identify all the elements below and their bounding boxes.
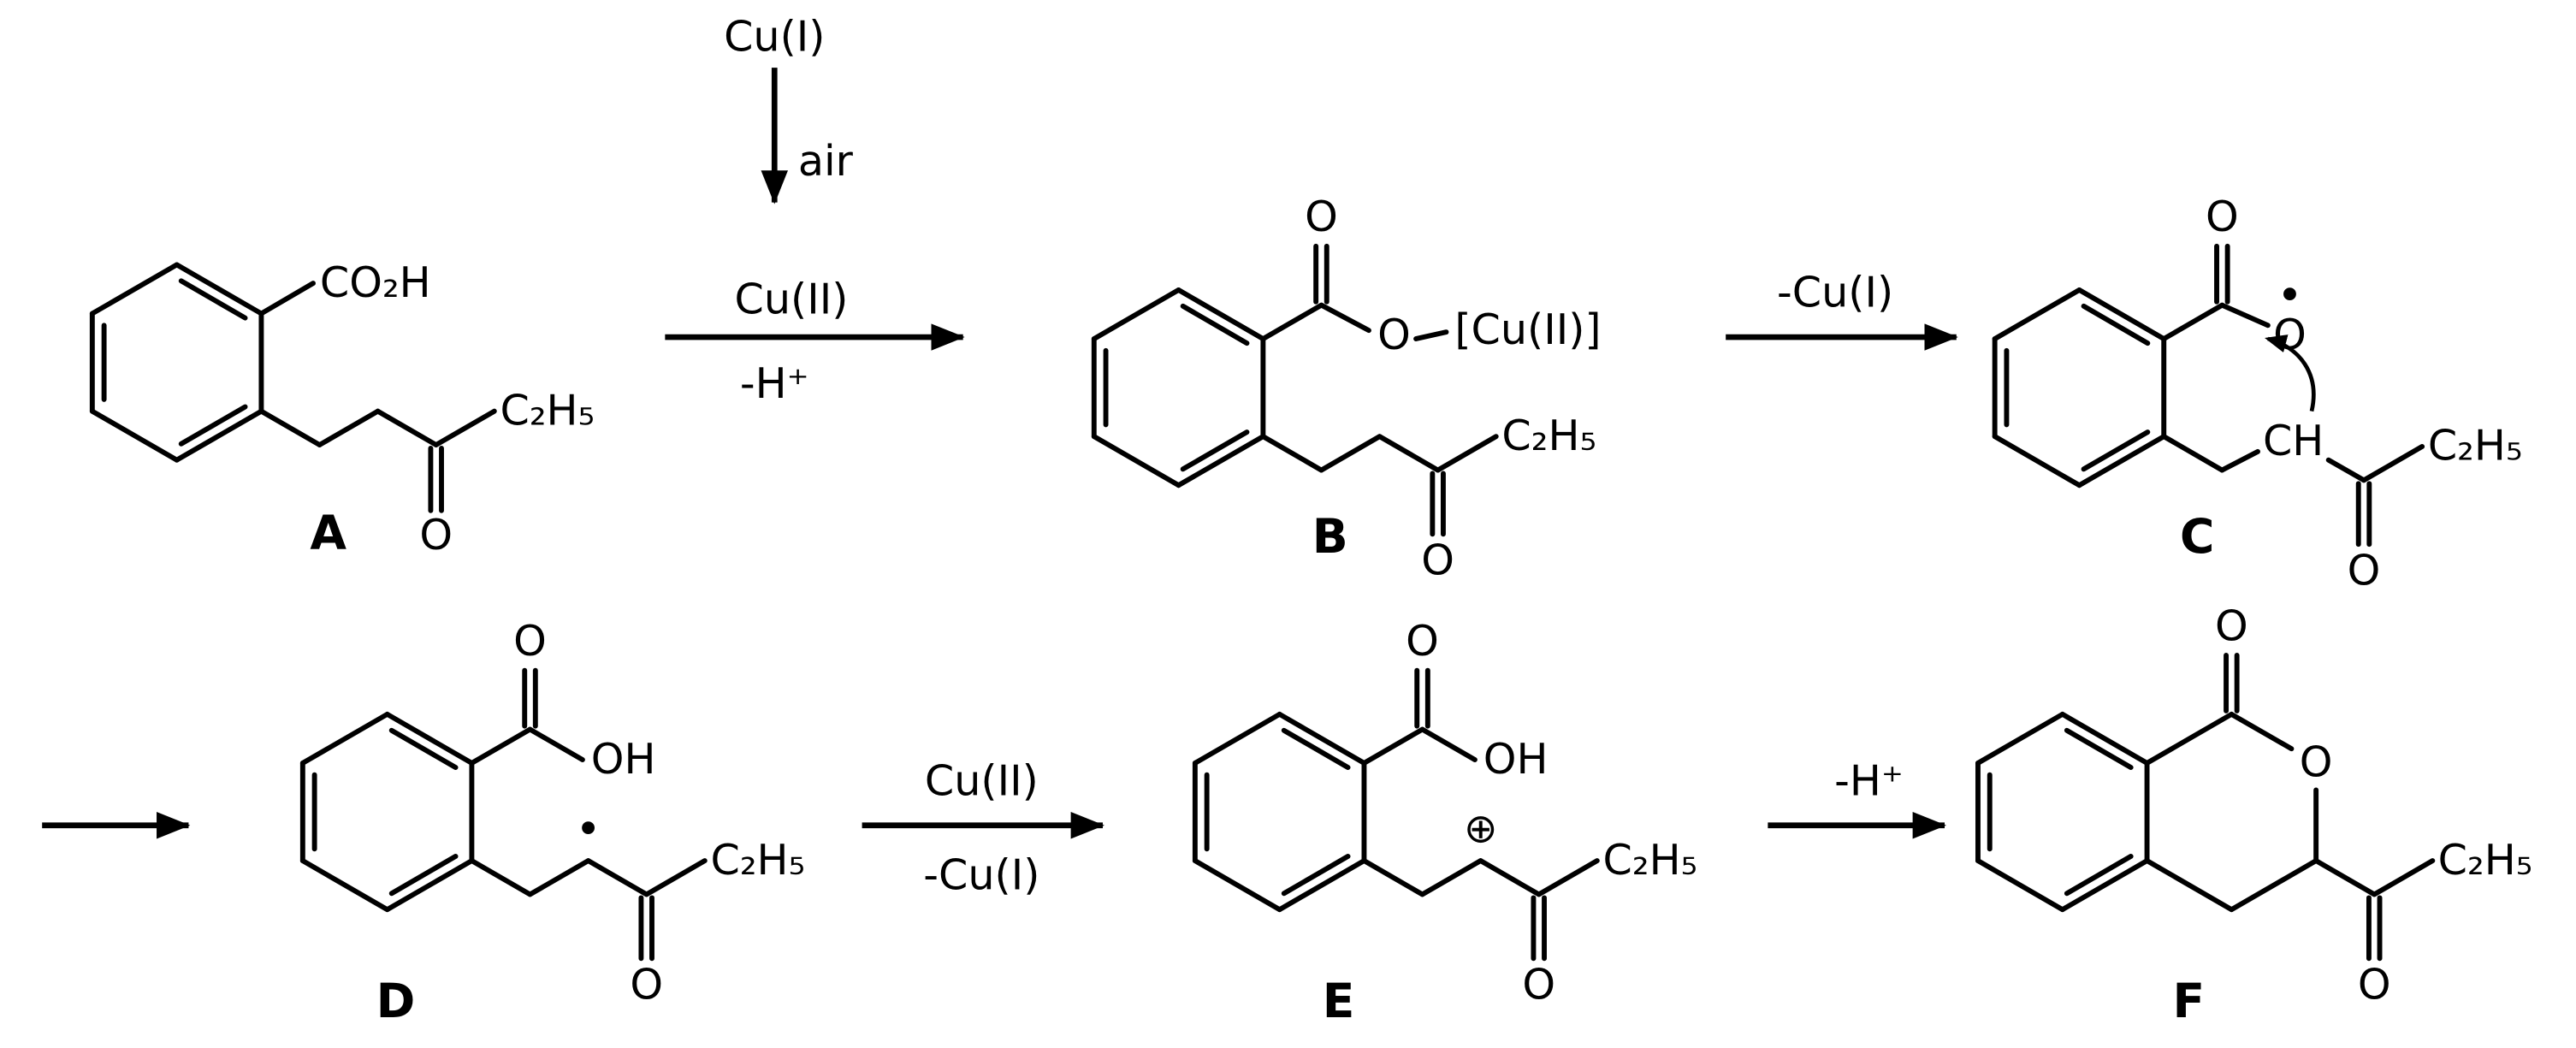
benzene-ring [299, 711, 475, 913]
compound-d: O OH • O C₂H₅ D [299, 616, 805, 1028]
bonds [1361, 667, 1600, 962]
ketone-oxygen-label: O [2348, 545, 2381, 595]
compound-c: O O • CH O C₂H₅ C [1992, 192, 2523, 595]
benzene-ring [1091, 287, 1266, 488]
cu-ii-label: Cu(II) [734, 275, 848, 324]
methine-ch-label: CH [2263, 416, 2324, 465]
ethyl-label: C₂H₅ [1603, 835, 1698, 885]
radical-oxygen-label: O [2273, 310, 2307, 359]
carbonyl-oxygen-label: O [1305, 192, 1338, 241]
benzene-ring [89, 262, 264, 463]
oxidation-conditions: Cu(I) air [724, 11, 854, 204]
compound-c-letter: C [2180, 509, 2214, 564]
reaction-arrow-a-to-b: Cu(II) -H⁺ [665, 275, 965, 408]
ketone-oxygen-label: O [419, 510, 453, 560]
compound-d-letter: D [376, 974, 416, 1028]
minus-cu-i-label: -Cu(I) [923, 850, 1039, 900]
ketone-oxygen-label: O [1522, 959, 1555, 1009]
h-abstraction-curved-arrow [2265, 335, 2316, 412]
ketone-oxygen-label: O [630, 959, 663, 1009]
ester-oxygen-label: O [1377, 310, 1411, 359]
carbonyl-oxygen-label: O [1406, 616, 1439, 666]
reaction-arrow-e-to-f: -H⁺ [1768, 755, 1946, 839]
ethyl-label: C₂H₅ [1501, 411, 1596, 460]
air-label: air [798, 136, 854, 186]
bonds [1260, 243, 1499, 537]
reaction-arrow-d-to-e: Cu(II) -Cu(I) [862, 755, 1104, 900]
bonds [2161, 243, 2425, 548]
ethyl-label: C₂H₅ [500, 385, 595, 435]
bonds [2144, 653, 2436, 962]
lactone-carbonyl-oxygen-label: O [2215, 601, 2248, 650]
carbocation-plus-symbol: ⊕ [1464, 805, 1498, 852]
compound-b: O O [Cu(II)] O C₂H₅ B [1091, 192, 1602, 585]
compound-f-letter: F [2173, 974, 2206, 1028]
carbon-radical-dot: • [576, 804, 601, 855]
cu-i-label: Cu(I) [724, 11, 825, 61]
ethyl-label: C₂H₅ [2428, 421, 2523, 471]
cu-ii-label: Cu(II) [925, 755, 1039, 805]
benzene-ring [1992, 287, 2167, 488]
compound-b-letter: B [1312, 509, 1348, 564]
compound-e-letter: E [1323, 974, 1355, 1028]
ketone-oxygen-label: O [1421, 536, 1454, 585]
ethyl-label: C₂H₅ [710, 835, 805, 885]
ring-oxygen-label: O [2300, 737, 2333, 787]
minus-h-plus-label: -H⁺ [1834, 755, 1904, 805]
minus-cu-i-label: -Cu(I) [1777, 268, 1893, 317]
ketone-oxygen-label: O [2358, 959, 2391, 1009]
carbonyl-oxygen-label: O [2206, 192, 2239, 241]
hydroxyl-label: OH [1483, 734, 1549, 784]
benzene-ring [1975, 711, 2150, 913]
ethyl-label: C₂H₅ [2438, 835, 2533, 885]
reaction-arrow-b-to-c: -Cu(I) [1726, 268, 1958, 351]
compound-a: CO₂H O C₂H₅ A [89, 258, 595, 560]
hydroxyl-label: OH [591, 734, 656, 784]
carbonyl-oxygen-label: O [513, 616, 547, 666]
bonds [469, 667, 708, 962]
oxygen-radical-dot: • [2277, 271, 2302, 322]
compound-a-letter: A [310, 506, 346, 560]
compound-e: O OH ⊕ O C₂H₅ E [1192, 616, 1698, 1028]
bonds [258, 281, 497, 513]
copper-complex-label: [Cu(II)] [1454, 305, 1601, 354]
minus-h-plus-label: -H⁺ [740, 358, 809, 408]
compound-f: O O O C₂H₅ F [1975, 601, 2533, 1028]
benzene-ring [1192, 711, 1367, 913]
carboxylic-acid-label: CO₂H [320, 258, 431, 307]
